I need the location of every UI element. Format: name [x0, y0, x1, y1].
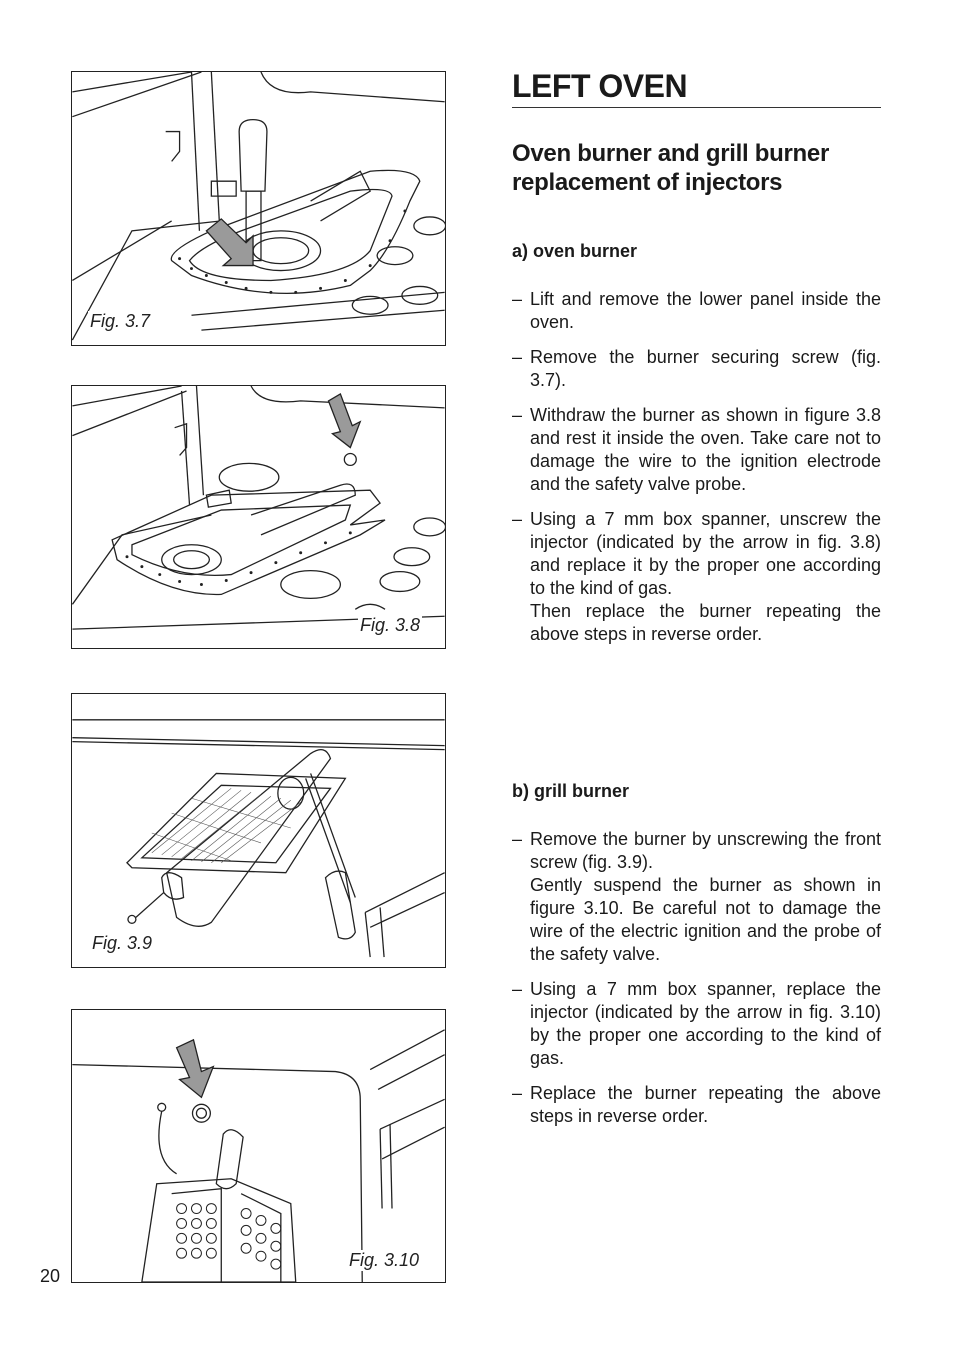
list-item: – Using a 7 mm box spanner, unscrew the … [512, 508, 881, 646]
figure-3-9: Fig. 3.9 [71, 693, 446, 968]
oven-burner-heading: a) oven burner [512, 241, 638, 261]
subtitle-line: Oven burner and grill burner [512, 140, 829, 167]
step-text: Using a 7 mm box spanner, unscrew the in… [530, 509, 881, 598]
dash: – [512, 1083, 523, 1103]
dash: – [512, 347, 523, 367]
dash: – [512, 829, 523, 849]
grill-burner-screw-illustration [72, 719, 445, 958]
grill-burner-injector-illustration [72, 1029, 445, 1282]
grill-burner-steps: – Remove the burner by unscrewing the fr… [512, 828, 881, 1140]
list-item: – Withdraw the burner as shown in figure… [512, 404, 881, 496]
figure-caption: Fig. 3.10 [347, 1250, 422, 1271]
dash: – [512, 405, 523, 425]
oven-burner-steps: – Lift and remove the lower panel inside… [512, 288, 881, 658]
list-item: – Remove the burner by unscrewing the fr… [512, 828, 881, 966]
arrow-icon [175, 1038, 215, 1099]
figure-3-7: Fig. 3.7 [71, 71, 446, 346]
list-item: – Using a 7 mm box spanner, replace the … [512, 978, 881, 1070]
page-title: LEFT OVEN [512, 68, 881, 108]
arrow-icon [205, 218, 254, 267]
oven-burner-withdrawn-illustration [72, 386, 445, 630]
step-text: Using a 7 mm box spanner, replace the in… [530, 979, 881, 1068]
dash: – [512, 979, 523, 999]
oven-burner-screw-illustration [72, 72, 445, 341]
step-text: Remove the burner securing screw (fig. 3… [530, 347, 881, 390]
list-item: – Lift and remove the lower panel inside… [512, 288, 881, 334]
list-item: – Remove the burner securing screw (fig.… [512, 346, 881, 392]
grill-burner-heading: b) grill burner [512, 781, 629, 801]
dash: – [512, 289, 523, 309]
step-text: Remove the burner by unscrewing the fron… [530, 829, 881, 872]
figure-caption: Fig. 3.9 [90, 933, 155, 954]
step-text: Replace the burner repeating the above s… [530, 1083, 881, 1126]
page-number: 20 [40, 1266, 61, 1286]
figure-caption: Fig. 3.8 [358, 615, 423, 636]
figure-3-8: Fig. 3.8 [71, 385, 446, 649]
subtitle-line: replacement of injectors [512, 169, 783, 196]
section-subtitle: Oven burner and grill burner replacement… [512, 139, 881, 197]
step-text: Withdraw the burner as shown in figure 3… [530, 405, 881, 494]
list-item: – Replace the burner repeating the above… [512, 1082, 881, 1128]
figure-caption: Fig. 3.7 [88, 311, 153, 332]
step-text: Lift and remove the lower panel inside t… [530, 289, 881, 332]
step-text: Then replace the burner repeating the ab… [530, 601, 881, 644]
arrow-icon [327, 392, 362, 449]
dash: – [512, 509, 523, 529]
figure-3-10: Fig. 3.10 [71, 1009, 446, 1283]
step-text: Gently suspend the burner as shown in fi… [530, 875, 881, 964]
